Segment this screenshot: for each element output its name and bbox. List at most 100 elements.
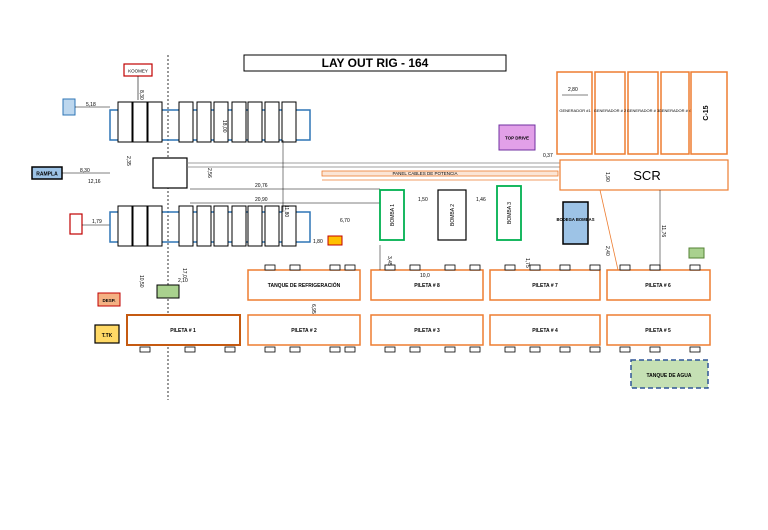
pileta-foot bbox=[619, 264, 631, 271]
tanque-agua-label: TANQUE DE AGUA bbox=[647, 373, 692, 379]
pileta-foot bbox=[649, 264, 661, 271]
koomey-label: KOOMEY bbox=[128, 69, 148, 74]
pipe-rack-cell bbox=[117, 101, 133, 143]
bomba-1-label: BOMBA 1 bbox=[390, 204, 396, 226]
pipe-rack-cell bbox=[196, 101, 212, 143]
small-unit-green-right bbox=[688, 247, 705, 259]
dim-6-95: 6,95 bbox=[310, 304, 316, 314]
pileta-foot bbox=[329, 346, 341, 353]
rampla-label: RAMPLA bbox=[36, 172, 58, 178]
scr-unit: SCR bbox=[559, 159, 729, 191]
tanque-refrigeracion: TANQUE DE REFRIGERACIÓN bbox=[247, 269, 361, 301]
generator-3: GENERADOR # 3 bbox=[627, 71, 660, 155]
pipe-rack-cell bbox=[213, 101, 229, 143]
pileta-foot bbox=[559, 264, 571, 271]
panel-cables-potencia: PANEL CABLES DE POTENCIA bbox=[321, 170, 559, 177]
pipe-rack-cell bbox=[281, 101, 297, 143]
pipe-rack-cell bbox=[247, 205, 263, 247]
pipe-rack-cell bbox=[147, 101, 163, 143]
generator-2: GENERADOR # 2 bbox=[594, 71, 627, 155]
generador-3-label: GENERADOR # 3 bbox=[627, 108, 660, 113]
pileta-feet bbox=[139, 264, 701, 353]
dim-1-46: 1,46 bbox=[476, 197, 486, 203]
desp-unit: DESP. bbox=[97, 292, 121, 307]
pileta-3: PILETA # 3 bbox=[370, 314, 484, 346]
pileta-foot bbox=[504, 346, 516, 353]
top-drive-unit: TOP DRIVE bbox=[498, 124, 536, 151]
lower-pipe-rack bbox=[109, 205, 311, 247]
dim-2-56: 2,56 bbox=[206, 168, 212, 178]
pileta-foot bbox=[689, 346, 701, 353]
pileta-foot bbox=[264, 346, 276, 353]
pipe-rack-cell bbox=[213, 205, 229, 247]
dim-11-80: 11,80 bbox=[283, 205, 289, 217]
pileta-foot bbox=[184, 346, 196, 353]
pileta-2-label: PILETA # 2 bbox=[291, 328, 317, 334]
pileta-foot bbox=[529, 346, 541, 353]
pileta-5-label: PILETA # 5 bbox=[645, 328, 671, 334]
pileta-foot bbox=[384, 346, 396, 353]
pileta-5: PILETA # 5 bbox=[606, 314, 711, 346]
small-unit-top-left bbox=[62, 98, 76, 116]
dim-8-30: 8,30 bbox=[80, 168, 90, 174]
generador-2-label: GENERADOR # 2 bbox=[594, 108, 627, 113]
pileta-foot bbox=[469, 346, 481, 353]
bomba-2-label: BOMBA 2 bbox=[450, 204, 456, 226]
pipe-rack-cell bbox=[178, 205, 194, 247]
pileta-foot bbox=[329, 264, 341, 271]
pileta-8: PILETA # 8 bbox=[370, 269, 484, 301]
dim-1-90: 1,90 bbox=[604, 172, 610, 182]
mud-pump-2: BOMBA 2 bbox=[437, 189, 467, 241]
pipe-rack-cell bbox=[196, 205, 212, 247]
generador-1-label: GENERADOR #1 bbox=[559, 108, 591, 113]
desp-label: DESP. bbox=[103, 298, 116, 303]
dim-5-18: 5,18 bbox=[86, 102, 96, 108]
bodega-bombas: BODEGA BOMBAS bbox=[557, 201, 595, 245]
dim-10-50: 10,50 bbox=[138, 275, 144, 288]
generator-4: GENERADOR # 4 bbox=[659, 71, 692, 155]
dim-2-35: 2,35 bbox=[125, 156, 131, 166]
dim-18-00: 18,00 bbox=[221, 120, 227, 133]
pileta-foot bbox=[504, 264, 516, 271]
scr-label: SCR bbox=[633, 168, 660, 183]
dim-2-10: 2,10 bbox=[178, 278, 188, 284]
pipe-rack-cell bbox=[281, 205, 297, 247]
top-drive-label: TOP DRIVE bbox=[505, 136, 529, 141]
small-unit-red-left bbox=[69, 213, 83, 235]
pileta-7: PILETA # 7 bbox=[489, 269, 601, 301]
pileta-foot bbox=[529, 264, 541, 271]
pileta-foot bbox=[289, 346, 301, 353]
dim-17-0: 17,0 bbox=[181, 268, 187, 278]
pileta-4-label: PILETA # 4 bbox=[532, 328, 558, 334]
pileta-foot bbox=[559, 346, 571, 353]
tk-label: T.TK bbox=[102, 333, 113, 339]
pileta-foot bbox=[384, 264, 396, 271]
pileta-foot bbox=[409, 264, 421, 271]
pileta-foot bbox=[689, 264, 701, 271]
bodega-label: BODEGA BOMBAS bbox=[557, 217, 595, 222]
generador-4-label: GENERADOR # 4 bbox=[659, 108, 692, 113]
pileta-2: PILETA # 2 bbox=[247, 314, 361, 346]
pileta-foot bbox=[589, 264, 601, 271]
tanque-agua: TANQUE DE AGUA bbox=[630, 359, 709, 389]
dim-1-80: 1,80 bbox=[313, 239, 323, 245]
pipe-rack-cell bbox=[264, 205, 280, 247]
pileta-foot bbox=[444, 264, 456, 271]
pileta-1-label: PILETA # 1 bbox=[170, 328, 196, 334]
pileta-6-label: PILETA # 6 bbox=[645, 283, 671, 289]
pileta-foot bbox=[444, 346, 456, 353]
mud-pump-1: BOMBA 1 bbox=[379, 189, 405, 241]
pipe-rack-cell bbox=[117, 205, 133, 247]
c15-label: C-15 bbox=[703, 105, 710, 120]
pileta-foot bbox=[344, 264, 356, 271]
pipe-rack-cell bbox=[132, 205, 148, 247]
dim-1-79: 1,79 bbox=[92, 219, 102, 225]
dim-3-45: 3,45 bbox=[386, 256, 392, 266]
pileta-foot bbox=[619, 346, 631, 353]
small-unit-yellow bbox=[327, 235, 343, 246]
pileta-4: PILETA # 4 bbox=[489, 314, 601, 346]
pileta-foot bbox=[289, 264, 301, 271]
dim-20-76: 20,76 bbox=[255, 183, 268, 189]
dim-11-76: 11,76 bbox=[660, 225, 666, 237]
